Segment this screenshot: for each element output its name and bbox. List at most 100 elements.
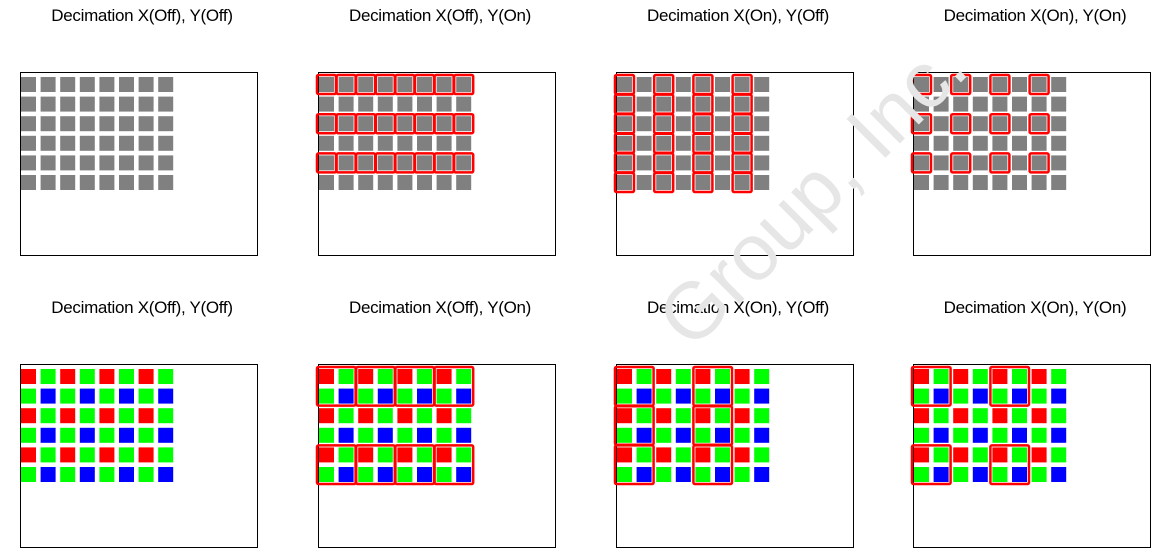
sensor-pixel [119,427,134,443]
sensor-pixel [417,447,432,463]
sensor-pixel [715,467,730,482]
sensor-pixel [1051,447,1067,463]
sensor-pixel [1031,467,1047,482]
sensor-pixel [715,96,730,112]
sensor-pixel [914,369,929,384]
sensor-pixel [656,77,672,92]
sensor-pixel [397,369,413,384]
decimation-highlight-box [949,73,972,96]
sensor-pixel [914,427,929,443]
sensor-pixel [754,467,770,482]
sensor-pixel [1031,427,1047,443]
sensor-pixel [319,388,334,404]
sensor-pixel [79,96,95,112]
sensor-pixel [40,77,56,92]
sensor-pixel [675,427,691,443]
sensor-pixel [338,155,354,171]
panel-title: Decimation X(Off), Y(Off) [51,6,233,25]
sensor-pixel [79,175,95,190]
pixel-array [910,365,1067,486]
sensor-pixel [21,155,36,171]
sensor-pixel [675,467,691,482]
sensor-pixel [119,77,134,92]
panel-title: Decimation X(On), Y(Off) [646,298,830,317]
pixel-array [315,73,475,190]
decimation-highlight-box [1028,112,1050,135]
sensor-pixel [617,467,632,482]
sensor-pixel [695,388,711,404]
sensor-pixel [656,155,672,171]
sensor-pixel [119,369,134,384]
sensor-pixel [79,116,95,132]
sensor-pixel [436,135,452,151]
sensor-pixel [119,467,134,482]
sensor-pixel [397,467,413,482]
sensor-pixel [1051,96,1067,112]
sensor-pixel [377,116,393,132]
sensor-pixel [695,427,711,443]
sensor-pixel [754,427,770,443]
sensor-pixel [1051,369,1067,384]
sensor-pixel [656,369,672,384]
sensor-pixel [636,155,652,171]
sensor-pixel [21,96,36,112]
sensor-pixel [715,447,730,463]
sensor-pixel [734,96,750,112]
sensor-pixel [695,408,711,424]
sensor-pixel [675,175,691,190]
panel-title: Decimation X(Off), Y(On) [348,298,532,317]
sensor-pixel [1012,427,1027,443]
sensor-pixel [972,369,988,384]
sensor-pixel [617,135,632,151]
sensor-pixel [675,77,691,92]
panel-title: Decimation X(On), Y(On) [943,298,1127,317]
sensor-pixel [60,408,76,424]
sensor-pixel [138,116,154,132]
sensor-pixel [992,96,1008,112]
sensor-pixel [1012,96,1027,112]
sensor-pixel [636,369,652,384]
decimation-panel: Decimation X(Off), Y(On) [310,292,570,548]
sensor-pixel [99,77,115,92]
sensor-pixel [99,96,115,112]
sensor-pixel [715,155,730,171]
sensor-pixel [456,427,472,443]
sensor-pixel [338,96,354,112]
sensor-pixel [636,388,652,404]
sensor-pixel [953,447,969,463]
sensor-pixel [417,77,432,92]
sensor-pixel [456,408,472,424]
sensor-pixel [754,96,770,112]
sensor-pixel [617,175,632,190]
pixel-array [910,73,1067,190]
sensor-pixel [734,369,750,384]
decimation-highlight-box [452,112,475,135]
sensor-pixel [138,135,154,151]
decimation-highlight-box [910,73,933,96]
sensor-pixel [715,116,730,132]
sensor-pixel [992,77,1008,92]
sensor-pixel [617,447,632,463]
pixel-array [613,365,770,486]
sensor-pixel [992,467,1008,482]
sensor-pixel [338,427,354,443]
sensor-pixel [933,447,949,463]
sensor-pixel [617,369,632,384]
sensor-pixel [1051,116,1067,132]
sensor-pixel [60,96,76,112]
sensor-pixel [636,77,652,92]
sensor-pixel [319,427,334,443]
pixel-array [21,369,174,482]
sensor-pixel [377,175,393,190]
decimation-highlight-box [1028,73,1050,96]
sensor-pixel [79,369,95,384]
sensor-pixel [754,408,770,424]
sensor-pixel [734,388,750,404]
sensor-pixel [636,467,652,482]
decimation-highlight-box [452,73,475,96]
sensor-pixel [933,427,949,443]
sensor-pixel [436,447,452,463]
sensor-pixel [358,116,374,132]
decimation-highlight-box [989,444,1031,486]
sensor-pixel [158,175,174,190]
